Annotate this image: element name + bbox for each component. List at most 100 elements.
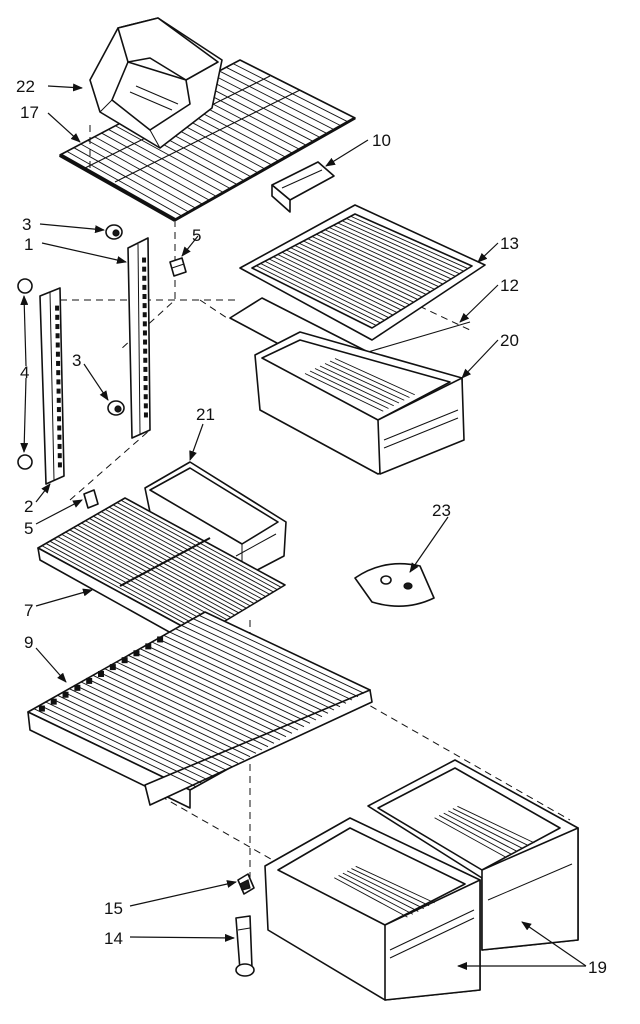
rail-slot: [57, 462, 62, 468]
rail-slot: [143, 394, 148, 400]
rail-slot: [142, 266, 147, 272]
callout-7: 7: [24, 601, 33, 620]
wire-rod: [87, 139, 203, 205]
wire-rod: [86, 678, 251, 758]
wire-rod: [294, 245, 414, 303]
rail-slot: [143, 357, 148, 363]
crisper-cover: [27, 611, 373, 809]
callout-1: 1: [24, 235, 33, 254]
wire-rod: [286, 249, 406, 308]
callout-5-upper: 5: [192, 226, 201, 245]
wire-rod: [333, 224, 452, 280]
callout-14: 14: [104, 929, 123, 948]
wire-rod: [334, 877, 408, 918]
cover-vent-notch: [98, 671, 104, 677]
wire-rod: [457, 805, 535, 844]
wire-rod: [320, 231, 439, 288]
rail-slot: [142, 284, 147, 290]
wire-rod: [290, 247, 410, 306]
wire-rod: [81, 522, 243, 611]
wire-rod: [309, 370, 389, 409]
wire-rod: [157, 638, 323, 718]
wire-rod: [105, 508, 266, 597]
callout-2: 2: [24, 497, 33, 516]
wire-rod: [39, 704, 203, 784]
wire-rod: [80, 681, 245, 761]
callout-13: 13: [500, 234, 519, 253]
rail-slot: [57, 425, 62, 431]
rail-slot: [143, 412, 148, 418]
cover-vent-notch: [145, 643, 152, 650]
wire-rod: [355, 865, 435, 904]
wire-rod: [219, 70, 335, 131]
wire-rod: [443, 812, 518, 852]
rail-slot: [142, 275, 147, 281]
small-storage-bin: [144, 461, 287, 579]
rail-slot: [142, 312, 147, 318]
wire-rod: [351, 868, 430, 907]
wire-rod: [338, 875, 414, 915]
callout-17: 17: [20, 103, 39, 122]
leader-lines: [20, 83, 587, 970]
wire-rod: [122, 658, 287, 738]
callout-12: 12: [500, 276, 519, 295]
callout-21: 21: [196, 405, 215, 424]
wire-rod: [57, 536, 220, 625]
wire-rod: [434, 817, 506, 858]
wire-rod: [341, 220, 460, 275]
wire-rod: [256, 265, 377, 326]
rail-end-cap-top: [17, 278, 33, 294]
wire-rod: [45, 543, 208, 632]
rail-slot: [56, 379, 61, 385]
rail-slot: [143, 366, 148, 372]
wire-rod: [45, 701, 209, 781]
cover-vent-notch: [86, 677, 93, 684]
cover-vent-notch: [157, 636, 164, 643]
wire-rod: [212, 74, 328, 135]
wire-rod: [53, 538, 216, 628]
screw-upper: [169, 257, 187, 277]
wire-rod: [93, 515, 255, 604]
wire-rod: [303, 240, 423, 298]
wire-rod: [104, 668, 269, 748]
rail-slot: [57, 434, 62, 440]
callout-labels: 22 17 10 3 1 5 13 12 20 4 3 21 2 5 23 7 …: [16, 77, 607, 977]
wire-rod: [319, 365, 400, 404]
callout-22: 22: [16, 77, 35, 96]
rail-slot: [56, 360, 61, 366]
upper-crisper-drawer: [254, 331, 465, 475]
wire-rod: [346, 218, 464, 272]
callout-3-upper: 3: [22, 215, 31, 234]
wire-rod: [193, 618, 359, 698]
wire-rod: [92, 674, 257, 754]
wire-rod: [198, 614, 365, 694]
middle-wire-shelf: [37, 497, 286, 649]
right-shelf-ladder-rail: [127, 237, 151, 439]
rail-end-cap-bottom: [17, 454, 33, 470]
rail-slot: [142, 330, 147, 336]
wire-rod: [281, 251, 402, 311]
wire-rod: [77, 524, 239, 614]
rail-slot: [55, 351, 60, 357]
wire-rod: [110, 664, 275, 744]
rail-slot: [56, 407, 61, 413]
wire-rod: [260, 263, 381, 324]
callout-4: 4: [20, 363, 29, 382]
leveling-bracket: [237, 873, 255, 895]
rail-slot: [55, 314, 60, 320]
cover-vent-notch: [62, 691, 69, 698]
rail-slot: [143, 339, 148, 345]
left-shelf-ladder-rail: [39, 287, 65, 485]
wire-rod: [299, 242, 419, 300]
wire-rod: [342, 872, 419, 912]
wire-rod: [311, 236, 431, 293]
wire-rod: [116, 502, 278, 591]
rail-slot: [55, 342, 60, 348]
wire-rod: [316, 233, 435, 290]
rail-slot: [57, 416, 62, 422]
wire-rod: [101, 511, 263, 600]
cover-vent-notch: [133, 650, 140, 657]
wire-rod: [101, 132, 217, 197]
wire-rod: [112, 504, 274, 593]
wire-rod: [49, 540, 212, 630]
